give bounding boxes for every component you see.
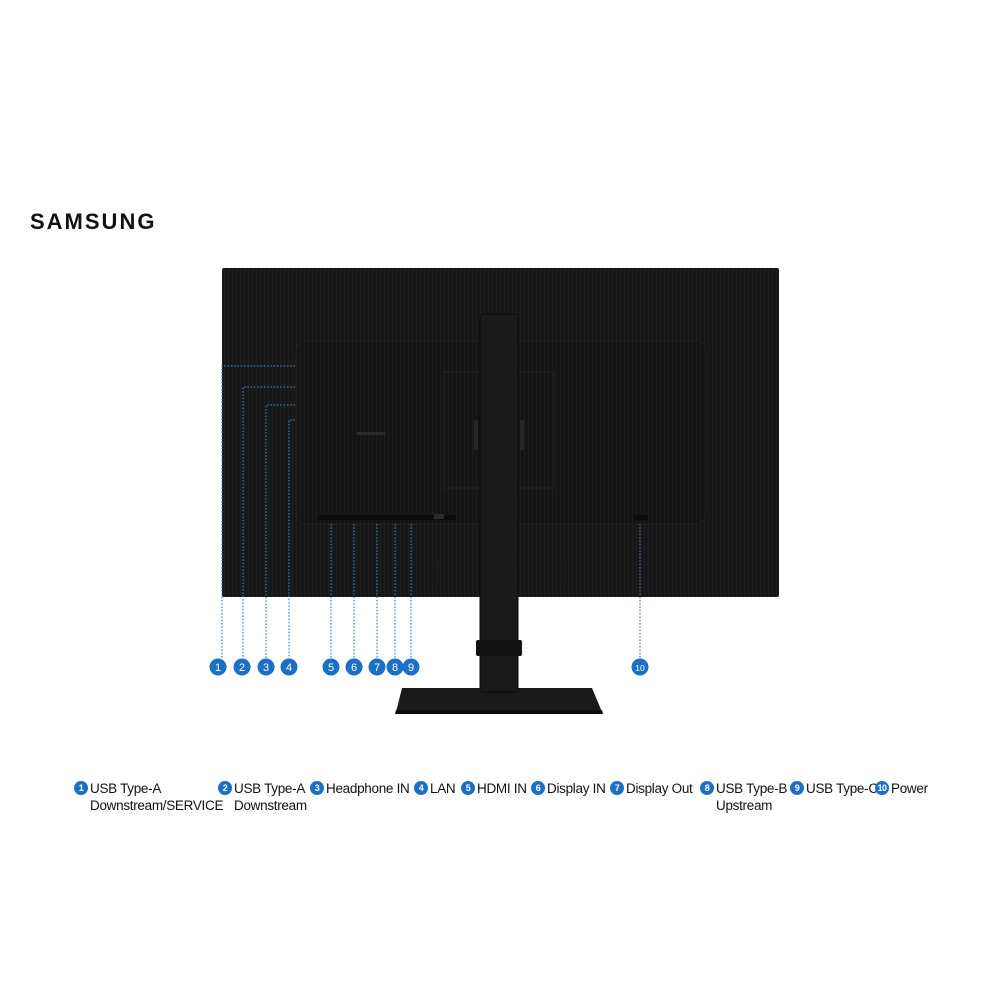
legend-number-badge: 9 <box>790 781 804 795</box>
legend-number-badge: 5 <box>461 781 475 795</box>
legend-label: Headphone IN <box>326 781 410 796</box>
callout-number: 5 <box>328 662 334 674</box>
legend-label: Display Out <box>626 781 693 796</box>
legend-label: USB Type-A <box>234 781 306 796</box>
legend-number-badge: 1 <box>74 781 88 795</box>
legend-label: LAN <box>430 781 456 796</box>
callout-number: 7 <box>374 662 380 674</box>
callout-number: 10 <box>635 663 645 673</box>
legend-label-line2: Downstream/SERVICE <box>90 798 224 813</box>
legend-label: USB Type-B <box>716 781 788 796</box>
callout-number: 2 <box>239 662 245 674</box>
callout-badge-3: 3 <box>257 658 275 676</box>
callout-number: 8 <box>392 662 398 674</box>
callout-badge-5: 5 <box>322 658 340 676</box>
legend-number-badge: 7 <box>610 781 624 795</box>
callout-badge-6: 6 <box>345 658 363 676</box>
callout-number: 1 <box>215 662 221 674</box>
callout-number: 4 <box>286 662 292 674</box>
stand-neck <box>480 314 518 692</box>
legend-label: Display IN <box>547 781 606 796</box>
callout-badge-9: 9 <box>402 658 420 676</box>
callout-lines <box>221 365 641 658</box>
callout-number: 9 <box>408 662 414 674</box>
callout-badge-4: 4 <box>280 658 298 676</box>
legend-label: USB Type-C <box>806 781 878 796</box>
legend-number-badge: 4 <box>414 781 428 795</box>
legend-number-badge: 6 <box>531 781 545 795</box>
legend-number-badge: 8 <box>700 781 714 795</box>
legend-number-badge: 10 <box>875 781 889 795</box>
legend-number-badge: 2 <box>218 781 232 795</box>
legend-number-badge: 3 <box>310 781 324 795</box>
legend-label: Power <box>891 781 928 796</box>
callout-badge-7: 7 <box>368 658 386 676</box>
stand-base <box>396 688 602 712</box>
legend-label: HDMI IN <box>477 781 527 796</box>
callout-badge-2: 2 <box>233 658 251 676</box>
port-strip <box>318 515 456 520</box>
callout-badge-10: 10 <box>631 658 649 676</box>
callout-number: 3 <box>263 662 269 674</box>
legend-label-line2: Downstream <box>234 798 307 813</box>
legend-label: USB Type-A <box>90 781 162 796</box>
callout-badge-8: 8 <box>386 658 404 676</box>
callout-badge-1: 1 <box>209 658 227 676</box>
callout-number: 6 <box>351 662 357 674</box>
legend-label-line2: Upstream <box>716 798 773 813</box>
samsung-logo: SAMSUNG <box>30 209 157 234</box>
power-port <box>634 515 648 520</box>
